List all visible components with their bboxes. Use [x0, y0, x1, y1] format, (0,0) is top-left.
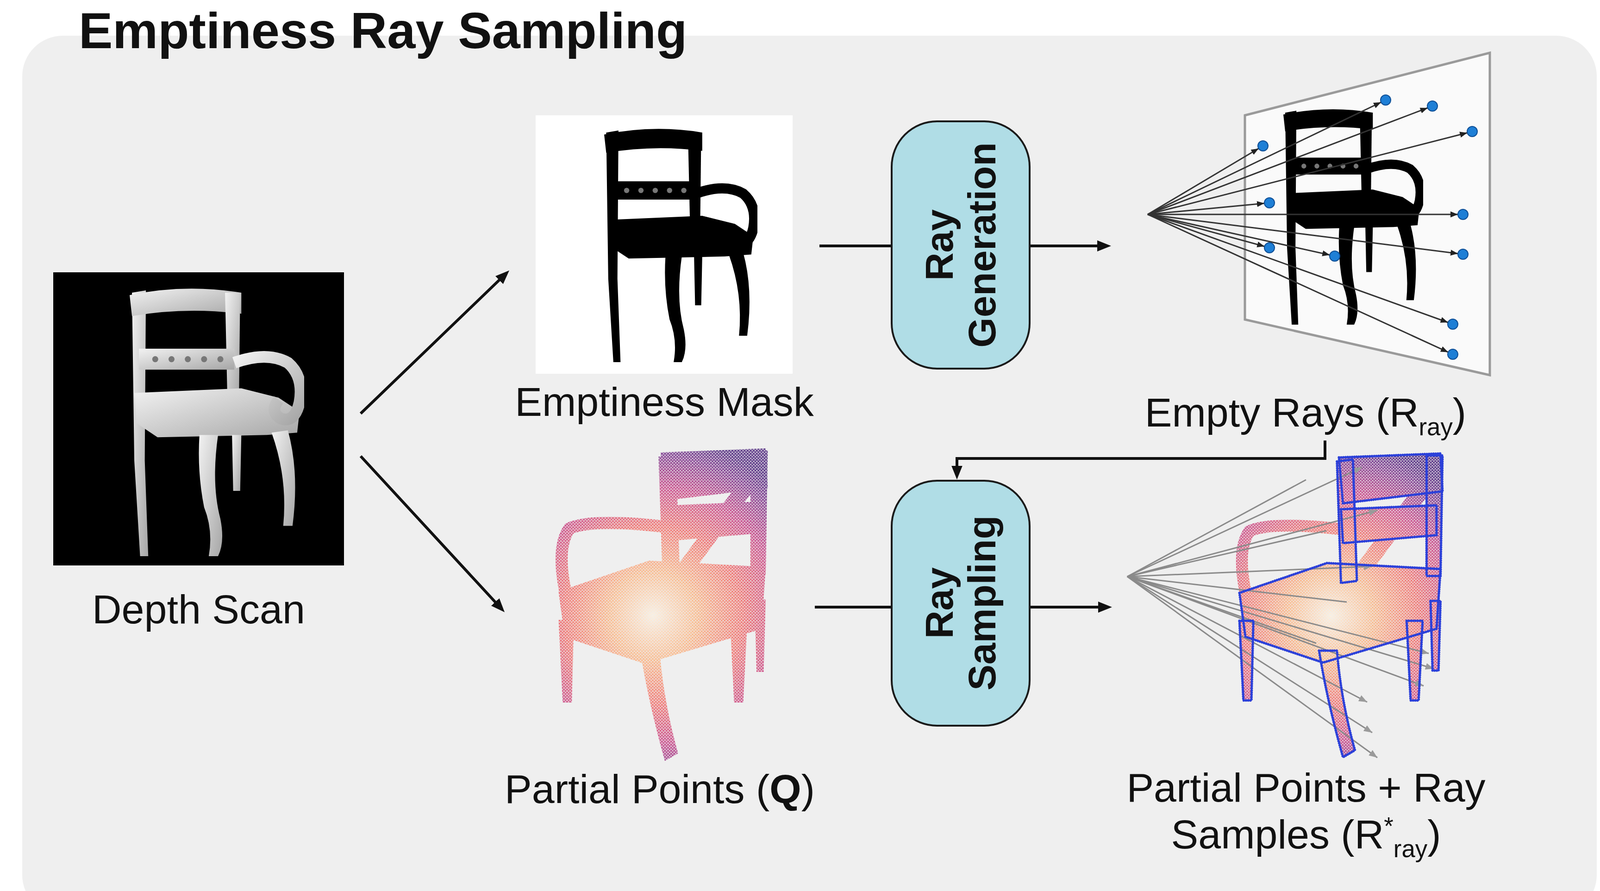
connector	[360, 456, 501, 608]
mask-image	[535, 115, 793, 374]
figure-caption: Partial Points + Ray Samples (R*ray)	[1112, 763, 1500, 858]
connector	[1030, 605, 1106, 609]
panel-background	[22, 35, 1597, 891]
ray-sample-points	[1239, 453, 1443, 757]
connector	[1030, 244, 1105, 248]
empty-rays-figure	[1147, 52, 1490, 375]
text-part: )	[1452, 389, 1467, 436]
symbol-letter: R	[1389, 389, 1419, 436]
text-part: Partial Points (	[504, 765, 770, 812]
connector	[814, 605, 891, 609]
connector	[819, 244, 891, 248]
ray-lines	[1147, 100, 1473, 355]
diagram-title: Emptiness Ray Sampling	[78, 0, 688, 62]
picture-area	[1111, 50, 1500, 385]
figure-caption: Depth Scan	[92, 585, 306, 633]
depth-chair	[129, 288, 301, 557]
symbol-letter: R	[1354, 811, 1385, 857]
box-label: Ray Sampling	[918, 515, 1004, 691]
figure-panel: Partial Points + Ray Samples (R*ray)	[1112, 446, 1500, 858]
subscript: ray	[1393, 834, 1428, 863]
superscript: *	[1383, 812, 1394, 840]
text-part: Empty Rays (	[1144, 389, 1390, 436]
picture-area	[1112, 446, 1500, 762]
partial-point-cloud	[559, 448, 768, 760]
process-box: Ray Generation	[890, 120, 1031, 370]
process-box: Ray Sampling	[890, 479, 1031, 727]
connector	[956, 440, 1325, 473]
figure-caption: Partial Points (Q)	[504, 765, 815, 813]
figure-panel: Empty Rays (Rray)	[1111, 50, 1500, 436]
mask-chair	[604, 128, 755, 363]
figure-caption: Emptiness Mask	[514, 378, 814, 425]
subscript: ray	[1418, 412, 1453, 441]
ray-samples-figure	[1127, 453, 1443, 758]
depth-image	[53, 272, 344, 566]
figure-panel: Depth Scan	[36, 272, 361, 633]
plane-chair	[1283, 109, 1421, 325]
text-part: )	[1427, 811, 1441, 857]
picture-area	[509, 115, 820, 374]
sample-rays	[1127, 467, 1434, 758]
figure-caption: Empty Rays (Rray)	[1144, 388, 1467, 436]
symbol-letter: Q	[769, 765, 801, 812]
figure-panel: Emptiness Mask	[509, 115, 820, 425]
picture-area	[36, 272, 361, 566]
picture-area	[523, 446, 797, 761]
connector	[360, 275, 505, 414]
ray-end-dots	[1257, 94, 1478, 360]
text-part: )	[801, 765, 815, 812]
figure-panel: Partial Points (Q)	[504, 446, 815, 813]
box-label: Ray Generation	[918, 142, 1004, 348]
